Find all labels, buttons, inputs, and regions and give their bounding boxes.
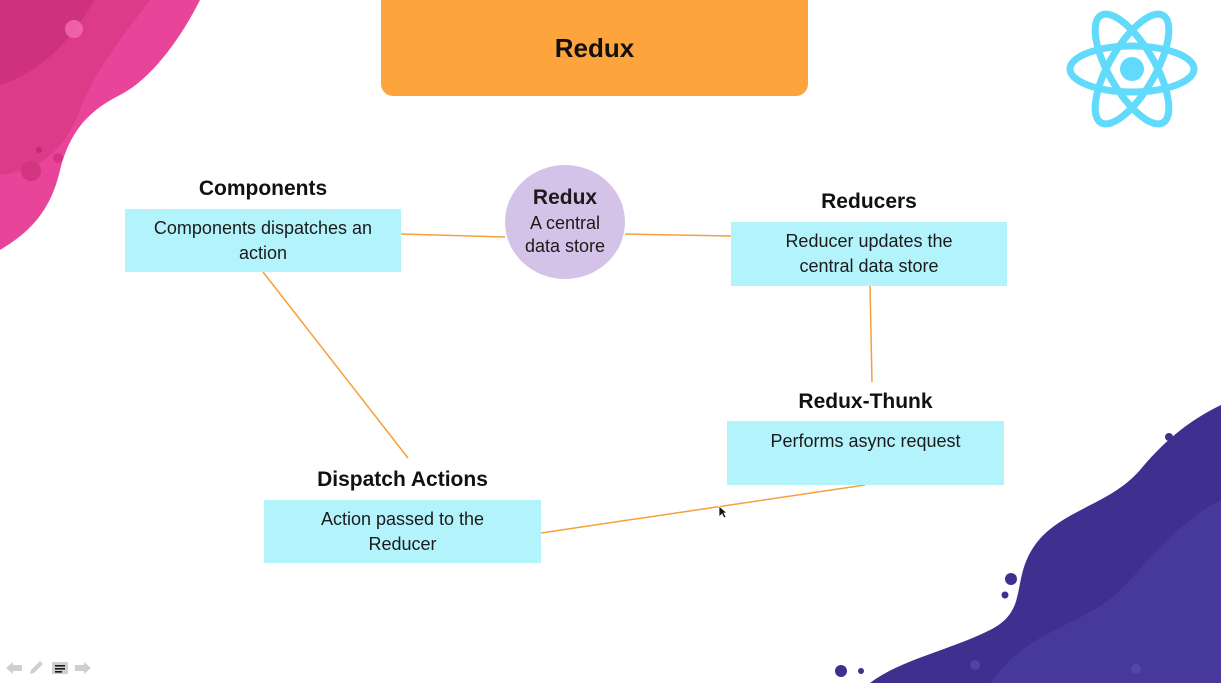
mouse-cursor-icon [718,505,728,519]
reducers-heading: Reducers [821,190,917,213]
pencil-icon[interactable] [27,660,47,681]
redux-circle-description: A central data store [524,213,606,256]
dispatch-actions-heading: Dispatch Actions [317,468,488,491]
react-logo-icon [1066,10,1198,128]
menu-icon[interactable] [50,660,70,681]
reducers-box: Reducer updates the central data store [731,222,1007,286]
components-heading: Components [198,177,328,200]
redux-store-circle: Redux A central data store [505,165,625,279]
redux-thunk-box: Performs async request [727,421,1004,485]
connector-thunk-actions [540,484,866,534]
presentation-controls [4,660,93,681]
connector-components-actions [262,271,409,459]
connector-reducers-thunk [869,285,873,383]
slide-title: Redux [554,32,635,63]
arrow-left-icon[interactable] [4,660,24,681]
components-box: Components dispatches an action [125,209,401,272]
connector-components-redux [400,233,506,238]
title-banner: Redux [381,0,808,96]
arrow-right-icon[interactable] [73,660,93,681]
dispatch-actions-box: Action passed to the Reducer [264,500,541,563]
connector-redux-reducers [624,233,732,237]
redux-circle-title: Redux [532,186,598,209]
redux-thunk-heading: Redux-Thunk [798,390,933,413]
